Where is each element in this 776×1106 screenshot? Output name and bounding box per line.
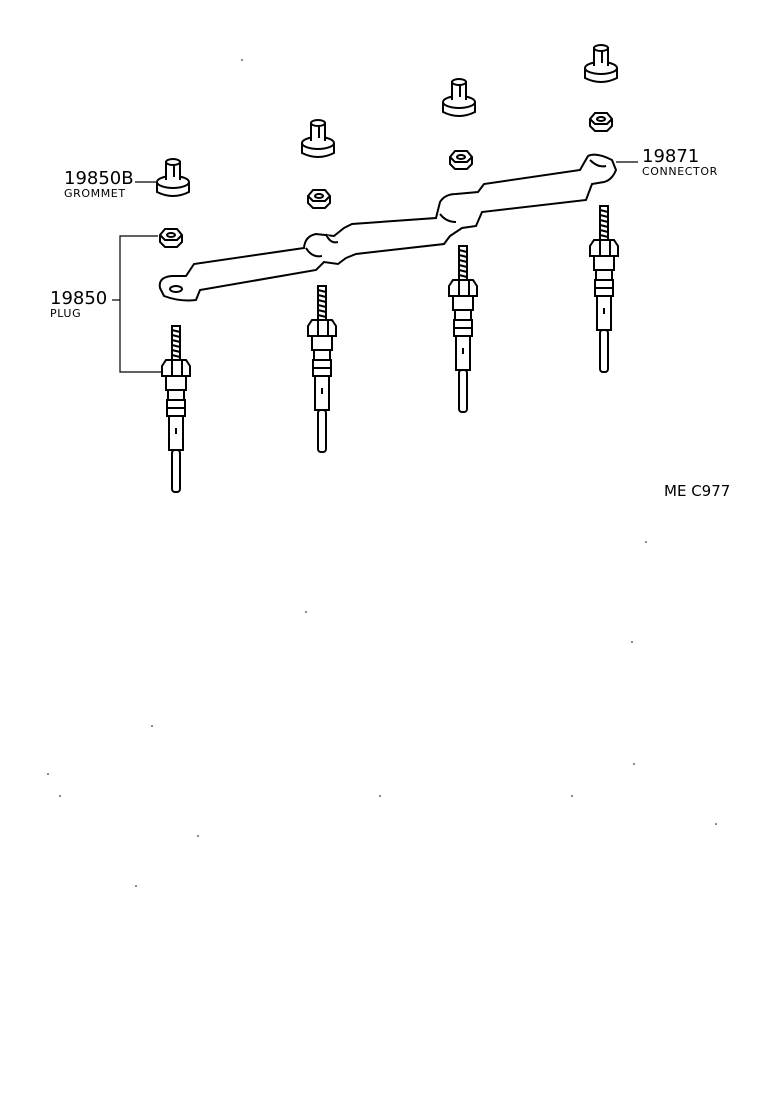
grommet-callout: 19850B GROMMET	[64, 168, 134, 200]
grommet-3	[442, 78, 476, 117]
connector-part-name: CONNECTOR	[642, 165, 718, 178]
plug-part-name: PLUG	[50, 307, 82, 320]
grommet-1	[156, 158, 190, 197]
glow-plug-3	[448, 245, 478, 413]
grommet-4	[584, 44, 618, 83]
plug-part-number: 19850	[50, 288, 108, 309]
plug-callout: 19850 PLUG	[50, 288, 108, 320]
connector-part-number: 19871	[642, 146, 700, 167]
grommet-part-number: 19850B	[64, 168, 134, 189]
glow-plug-1	[161, 325, 191, 493]
nut-1	[159, 228, 183, 248]
leader-lines	[112, 161, 638, 373]
grommet-part-name: GROMMET	[64, 187, 126, 200]
diagram-code: ME C977	[664, 482, 731, 500]
glow-plug-2	[307, 285, 337, 453]
glow-plug-4	[589, 205, 619, 373]
connector-bar	[158, 153, 618, 302]
nut-3	[449, 150, 473, 170]
nut-4	[589, 112, 613, 132]
connector-callout: 19871 CONNECTOR	[642, 146, 718, 178]
scan-specks	[47, 59, 717, 887]
nut-2	[307, 189, 331, 209]
grommet-2	[301, 119, 335, 158]
